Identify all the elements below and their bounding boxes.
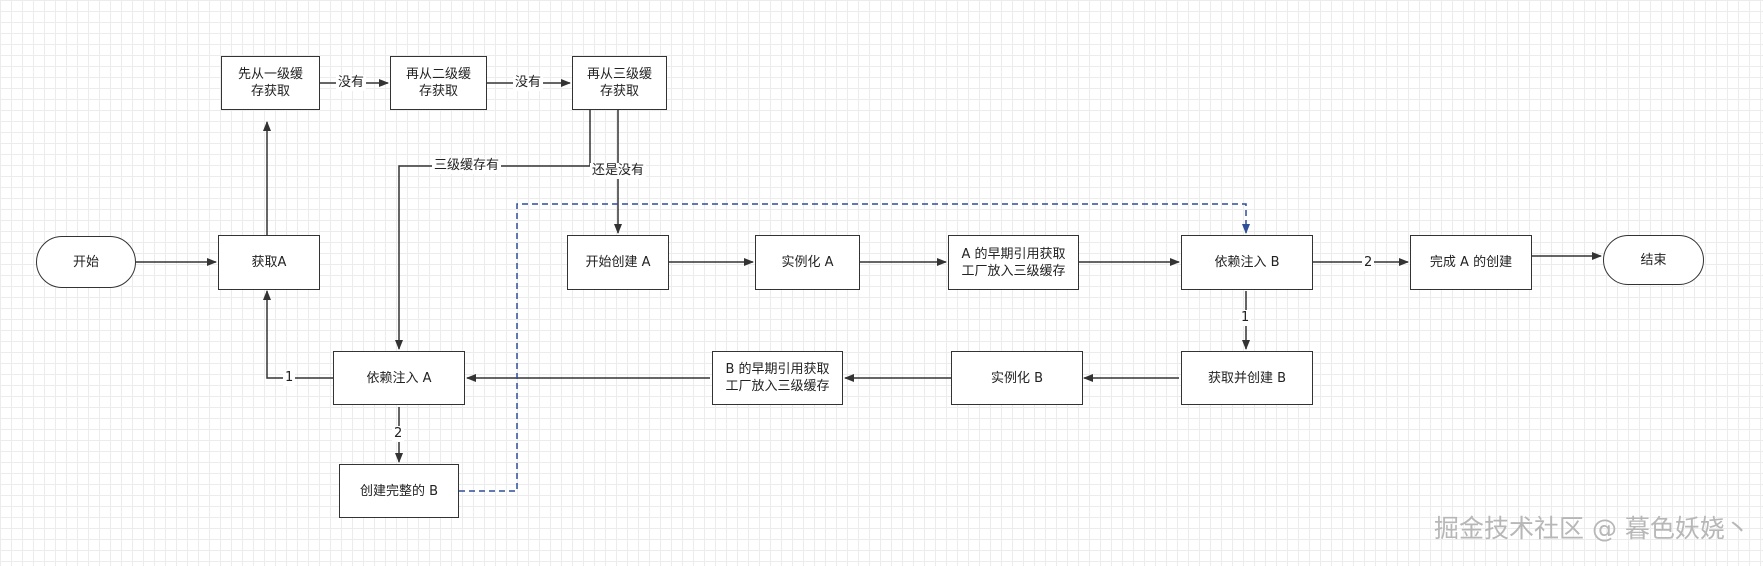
finish-a-node: 完成 A 的创建	[1410, 235, 1532, 290]
edge-inject-a-to-get-a	[263, 290, 333, 379]
cache-l2-node: 再从二级缓 存获取	[390, 56, 487, 110]
edge-label-inject-a-back: 1	[283, 370, 296, 386]
end-node: 结束	[1603, 235, 1704, 285]
inject-b-node: 依赖注入 B	[1181, 235, 1313, 290]
watermark: 掘金技术社区 @ 暮色妖娆丶	[1434, 514, 1750, 543]
edge-l3-hit-to-inject-a	[395, 110, 591, 350]
b-early-ref-node: B 的早期引用获取 工厂放入三级缓存	[712, 351, 843, 405]
instantiate-b-node: 实例化 B	[951, 351, 1083, 405]
cache-l1-node: 先从一级缓 存获取	[221, 56, 320, 110]
edge-label-l3-miss: 还是没有	[590, 163, 647, 179]
edge-label-l3-hit: 三级缓存有	[432, 158, 502, 174]
create-a-node: 开始创建 A	[567, 235, 669, 290]
edge-label-l2-to-l3: 没有	[513, 75, 544, 91]
start-node: 开始	[36, 236, 136, 288]
get-a-node: 获取A	[218, 235, 320, 290]
a-early-ref-node: A 的早期引用获取 工厂放入三级缓存	[948, 235, 1079, 290]
instantiate-a-node: 实例化 A	[755, 235, 860, 290]
edge-label-inject-b-first: 1	[1239, 310, 1252, 326]
inject-a-node: 依赖注入 A	[333, 351, 465, 405]
edge-label-inject-b-next: 2	[1362, 255, 1375, 271]
edge-label-l1-to-l2: 没有	[336, 75, 367, 91]
cache-l3-node: 再从三级缓 存获取	[572, 56, 667, 110]
get-create-b-node: 获取并创建 B	[1181, 351, 1313, 405]
complete-b-node: 创建完整的 B	[339, 464, 459, 518]
edge-complete-b-to-inject-b-dashed	[459, 203, 1250, 492]
edge-label-inject-a-next: 2	[392, 426, 405, 442]
